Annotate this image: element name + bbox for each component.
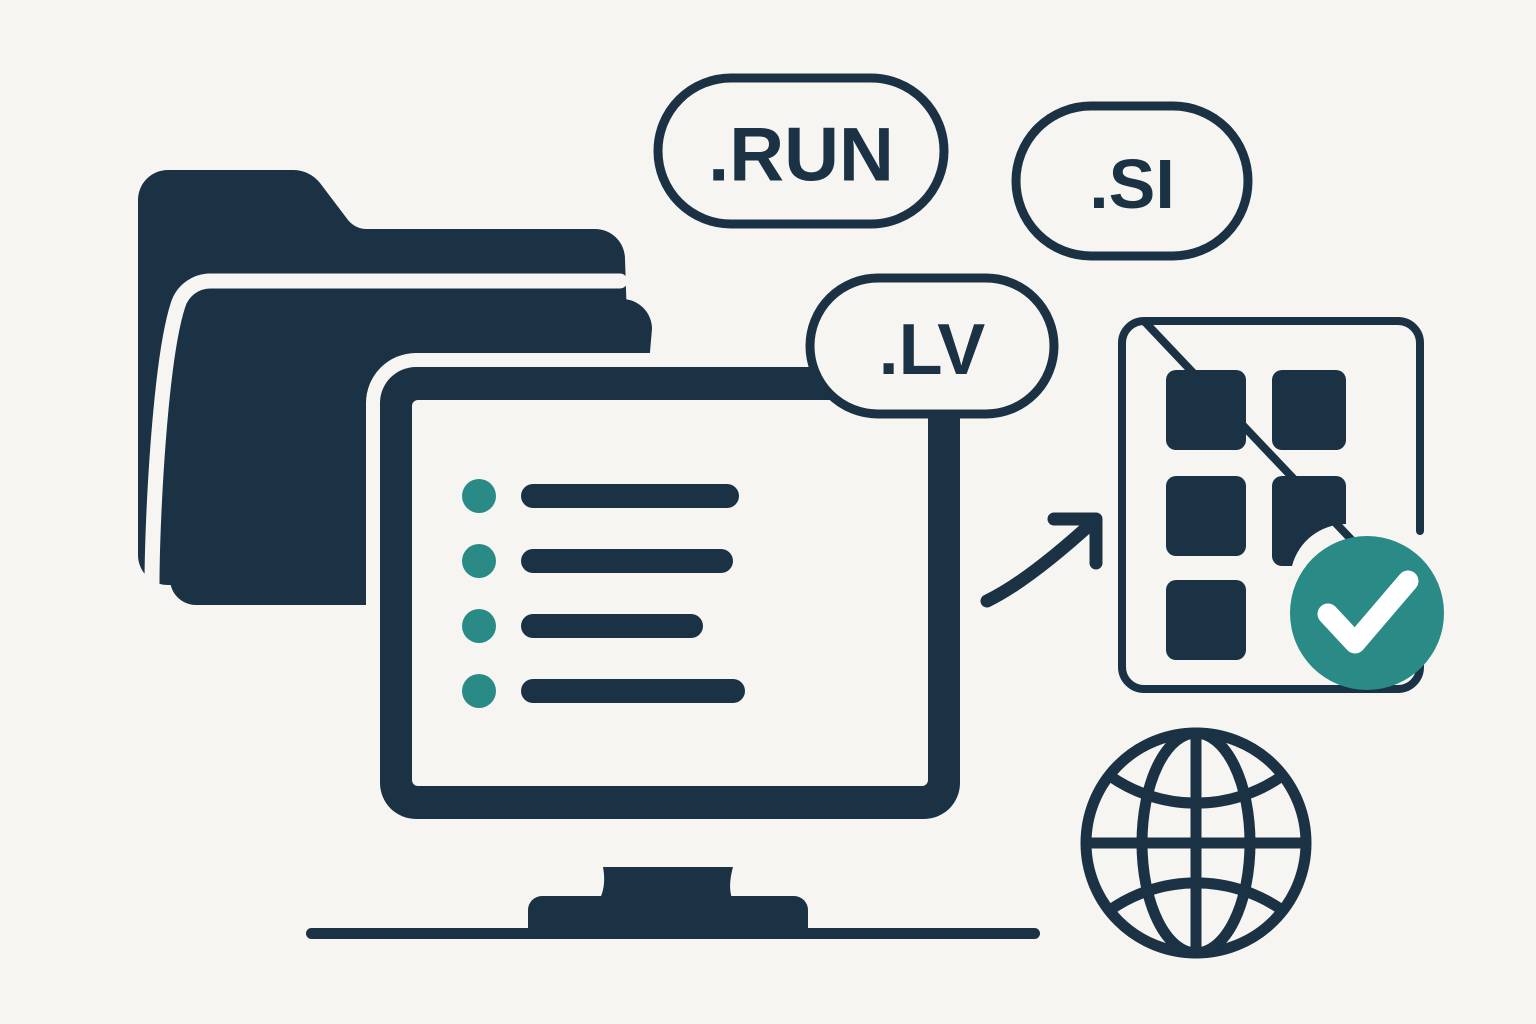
check-badge [1290,536,1444,690]
list-bar-2 [521,549,733,573]
ground-line [306,928,1040,939]
grid-panel-border [1118,317,1424,693]
check-mark-icon [1317,570,1419,654]
arrow-head [1047,512,1103,570]
list-bullet-2 [462,544,496,578]
globe-icon [1080,727,1312,959]
badge-si[interactable]: .SI [1011,101,1253,261]
arrow-shaft [980,514,1101,608]
flow-arrow [980,512,1103,608]
grid-tile-5 [1166,580,1246,660]
monitor-icon [306,353,1040,939]
badge-run[interactable]: .RUN [653,73,949,229]
list-bullet-1 [462,479,496,513]
folder-gap [144,273,628,593]
badge-si-label: .SI [1089,145,1175,223]
list-bullet-4 [462,674,496,708]
globe-parallel-upper [1106,771,1286,809]
list-bullet-3 [462,609,496,643]
monitor-base [528,896,808,932]
monitor-screen [412,400,928,786]
badge-lv[interactable]: .LV [805,273,1059,419]
globe-meridian [1136,727,1256,959]
badge-si-shape[interactable] [1011,101,1253,261]
grid-panel [1118,317,1424,693]
list-bar-1 [521,484,739,508]
grid-tile-1 [1166,370,1246,450]
badge-run-label: .RUN [708,113,894,198]
badge-lv-shape[interactable] [805,273,1059,419]
badge-lv-label: .LV [879,310,986,390]
grid-tile-2 [1272,370,1346,450]
grid-tile-3 [1166,476,1246,556]
globe-parallel-lower [1106,877,1286,915]
grid-tile-4 [1272,476,1346,566]
list-bar-3 [521,614,703,638]
screen-list [462,479,745,708]
badge-run-shape[interactable] [653,73,949,229]
list-bar-4 [521,679,745,703]
